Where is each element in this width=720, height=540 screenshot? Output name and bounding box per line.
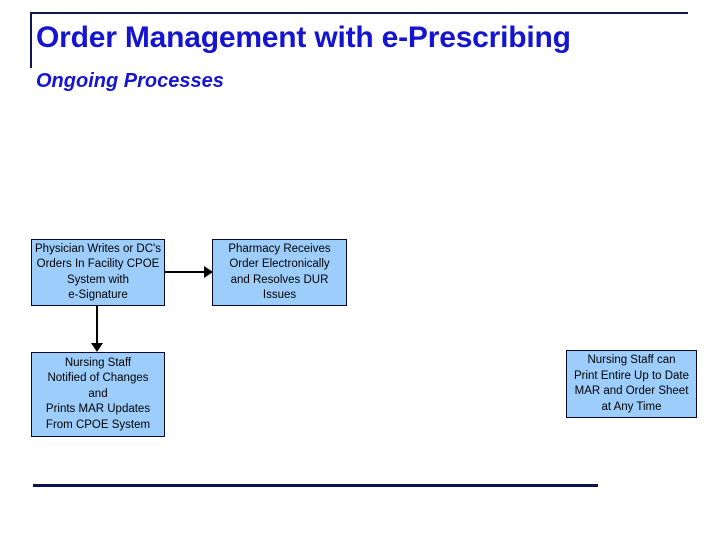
page-subtitle: Ongoing Processes bbox=[36, 70, 224, 92]
arrowhead-right-icon bbox=[204, 266, 213, 278]
process-box-nursing-notified[interactable]: Nursing Staff Notified of Changes and Pr… bbox=[31, 352, 165, 437]
process-box-physician-cpoe[interactable]: Physician Writes or DC's Orders In Facil… bbox=[31, 239, 165, 306]
process-box-nursing-print-mar[interactable]: Nursing Staff can Print Entire Up to Dat… bbox=[566, 350, 697, 418]
process-box-label: Nursing Staff can Print Entire Up to Dat… bbox=[573, 354, 690, 413]
connector-physician-to-pharmacy bbox=[164, 271, 206, 273]
process-box-label: Physician Writes or DC's Orders In Facil… bbox=[35, 242, 161, 302]
process-box-label: Nursing Staff Notified of Changes and Pr… bbox=[45, 356, 151, 431]
header-left-rule bbox=[30, 12, 32, 68]
header-top-rule bbox=[30, 12, 688, 14]
process-box-pharmacy-receives[interactable]: Pharmacy Receives Order Electronically a… bbox=[212, 239, 347, 306]
arrowhead-down-icon bbox=[91, 343, 103, 352]
footer-rule bbox=[33, 484, 598, 487]
process-box-label: Pharmacy Receives Order Electronically a… bbox=[228, 242, 331, 302]
page-title: Order Management with e-Prescribing bbox=[36, 21, 571, 54]
connector-physician-to-nursing bbox=[96, 306, 98, 346]
